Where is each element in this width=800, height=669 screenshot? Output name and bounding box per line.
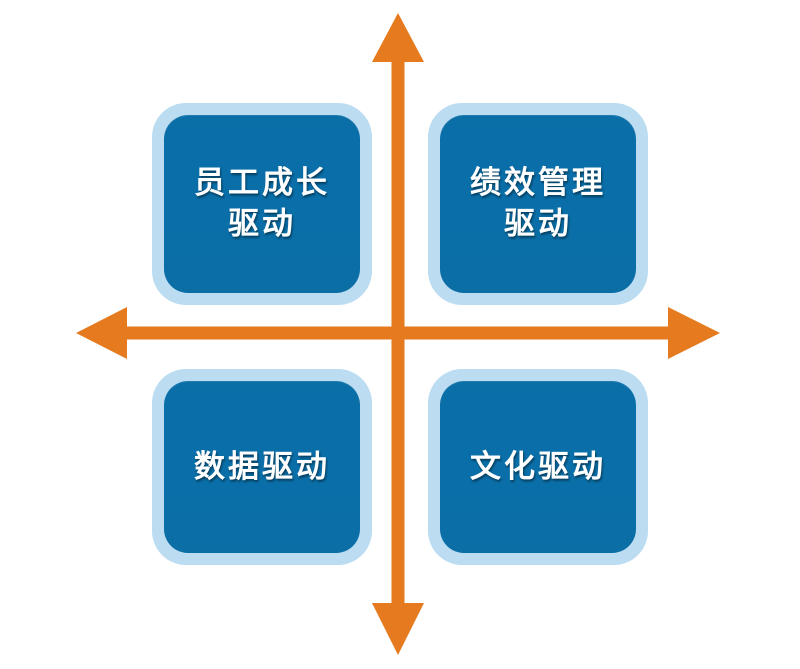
quadrant-employee-growth-panel: 员工成长 驱动 <box>164 115 360 293</box>
quadrant-culture-driven-panel: 文化驱动 <box>440 381 636 553</box>
horizontal-axis-shaft <box>124 326 669 340</box>
arrowhead-left-icon <box>76 307 127 359</box>
arrowhead-right-icon <box>668 307 720 359</box>
quadrant-data-driven[interactable]: 数据驱动 <box>152 369 372 565</box>
quadrant-culture-driven[interactable]: 文化驱动 <box>428 369 648 565</box>
vertical-axis-shaft <box>391 60 405 605</box>
quadrant-employee-growth[interactable]: 员工成长 驱动 <box>152 103 372 305</box>
quadrant-performance-management-panel: 绩效管理 驱动 <box>440 115 636 293</box>
quadrant-culture-driven-label: 文化驱动 <box>470 448 606 485</box>
quadrant-performance-management-label: 绩效管理 驱动 <box>470 165 606 242</box>
quadrant-data-driven-label: 数据驱动 <box>194 448 330 485</box>
arrowhead-down-icon <box>372 603 424 655</box>
arrowhead-up-icon <box>372 13 424 62</box>
quadrant-data-driven-panel: 数据驱动 <box>164 381 360 553</box>
quadrant-employee-growth-label: 员工成长 驱动 <box>194 165 330 242</box>
quadrant-performance-management[interactable]: 绩效管理 驱动 <box>428 103 648 305</box>
